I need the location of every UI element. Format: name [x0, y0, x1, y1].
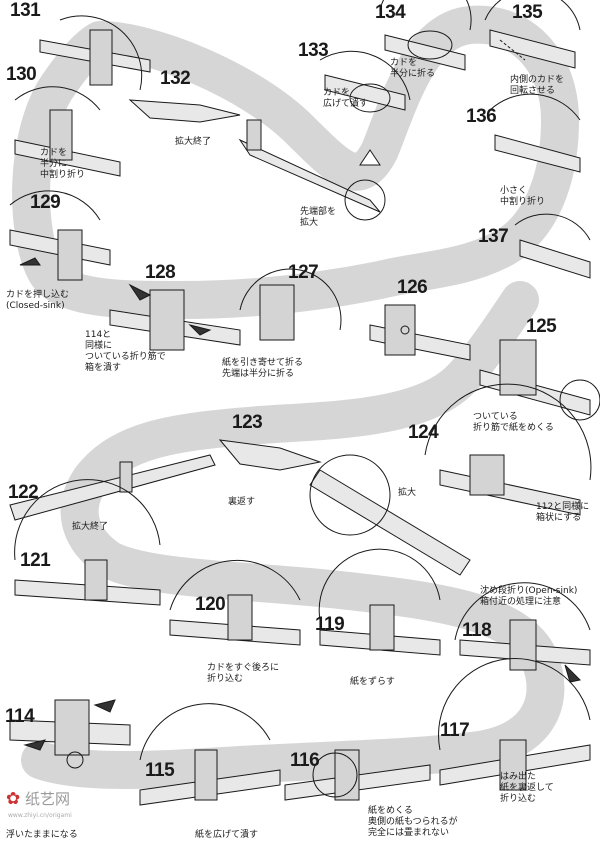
- caption-119: 紙をずらす: [350, 677, 395, 687]
- step-number-125: 125: [526, 316, 557, 337]
- step-122-figure: [9, 454, 216, 521]
- caption-122: 拡大終了: [72, 522, 109, 532]
- step-119-figure: [318, 548, 441, 656]
- caption-114: 浮いたままになる: [6, 830, 78, 840]
- step-number-119: 119: [315, 614, 345, 635]
- step-number-128: 128: [145, 262, 176, 283]
- step-number-132: 132: [160, 68, 191, 89]
- step-118-figure: [454, 582, 591, 683]
- caption-129: カドを押し込む(Closed-sink): [6, 290, 70, 311]
- caption-127: 紙を引き寄せて折る先端は半分に折る: [222, 358, 304, 379]
- step-125-figure: [479, 339, 600, 421]
- step-128-figure: [109, 283, 241, 351]
- step-number-117: 117: [440, 720, 470, 741]
- step-number-120: 120: [195, 594, 226, 615]
- step-number-131: 131: [10, 0, 41, 21]
- step-number-116: 116: [290, 750, 320, 771]
- step-131-figure: [39, 15, 151, 91]
- caption-123: 裏返す: [228, 497, 256, 507]
- step-127-figure: [239, 268, 342, 341]
- step-123-figure: [218, 439, 471, 576]
- step-117-figure: [438, 658, 591, 791]
- step-115-figure: [139, 703, 281, 806]
- step-number-122: 122: [8, 482, 39, 503]
- caption-135: 内側のカドを回転させる: [510, 75, 565, 96]
- caption-116: 紙をめくる奥側の紙もつられるが完全には畳まれない: [368, 806, 458, 838]
- step-number-129: 129: [30, 192, 61, 213]
- step-number-134: 134: [375, 2, 406, 23]
- watermark-mark-icon: ✿: [6, 789, 21, 809]
- step-133-figure: [319, 50, 411, 166]
- caption-133: カドを広げて潰す: [323, 88, 369, 109]
- step-126-figure: [369, 304, 471, 361]
- step-120-figure: [169, 559, 301, 646]
- caption-120: カドをすぐ後ろに折り込む: [207, 663, 280, 684]
- caption-136: 小さく中割り折り: [500, 186, 546, 207]
- step-137-figure: [514, 213, 591, 279]
- caption-134: カドを半分に折る: [390, 58, 436, 79]
- step-number-137: 137: [478, 226, 509, 247]
- step-number-124: 124: [408, 422, 439, 443]
- step-number-130: 130: [6, 64, 37, 85]
- step-number-126: 126: [397, 277, 428, 298]
- caption-132: 拡大終了: [175, 137, 212, 147]
- step-130-figure: [14, 86, 121, 177]
- caption-118: 沈め段折り(Open-sink)箱付近の処理に注意: [480, 586, 578, 607]
- step-number-114: 114: [5, 706, 35, 727]
- step-136-figure: [489, 93, 581, 173]
- step-number-123: 123: [232, 412, 263, 433]
- watermark-text: 纸艺网: [25, 790, 71, 808]
- caption-tip-enlarge: 先端部を拡大: [300, 207, 337, 228]
- caption-124: 112と同様に箱状にする: [536, 502, 590, 523]
- step-number-136: 136: [466, 106, 497, 127]
- caption-117: はみ出た紙を裏返して折り込む: [500, 772, 554, 804]
- step-114-figure: [9, 699, 131, 769]
- step-129-figure: [9, 190, 111, 281]
- caption-128: 114と同様についている折り筋で箱を潰す: [85, 330, 166, 373]
- step-number-127: 127: [288, 262, 319, 283]
- step-121-figure: [14, 479, 161, 606]
- step-116-figure: [284, 749, 431, 801]
- step-124-figure: [424, 383, 592, 516]
- caption-130: カドを半分に中割り折り: [40, 148, 86, 180]
- step-132-figure: [128, 99, 386, 221]
- step-134-figure: [379, 0, 472, 71]
- step-number-121: 121: [20, 550, 51, 571]
- caption-125: ついている折り筋で紙をめくる: [473, 412, 554, 433]
- step-135-figure: [484, 0, 581, 69]
- step-number-118: 118: [462, 620, 492, 641]
- caption-124-enlarge: 拡大: [398, 488, 417, 498]
- watermark-url: www.zhiyi.cn/origami: [8, 812, 72, 819]
- step-number-135: 135: [512, 2, 543, 23]
- step-number-115: 115: [145, 760, 175, 781]
- watermark-logo: ✿ 纸艺网: [6, 788, 70, 809]
- step-number-133: 133: [298, 40, 329, 61]
- caption-115: 紙を広げて潰す: [195, 830, 259, 840]
- flow-band: [12, 5, 579, 789]
